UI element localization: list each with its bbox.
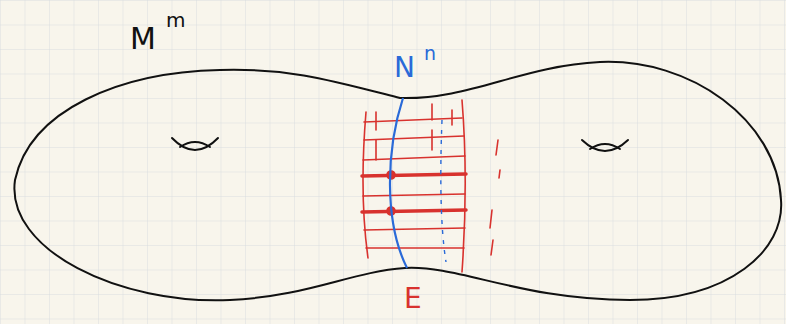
surface-holes xyxy=(172,138,628,151)
submanifold-curve xyxy=(390,98,407,268)
surface-outline xyxy=(14,62,781,300)
manifold-label: M xyxy=(130,24,156,54)
tubular-neighbourhood xyxy=(362,100,500,272)
bundle-label: E xyxy=(404,285,422,313)
dimension-superscript: n xyxy=(424,44,436,63)
submanifold-label: N xyxy=(394,54,415,82)
submanifold-shadow xyxy=(441,120,446,262)
dimension-superscript: m xyxy=(166,10,185,30)
